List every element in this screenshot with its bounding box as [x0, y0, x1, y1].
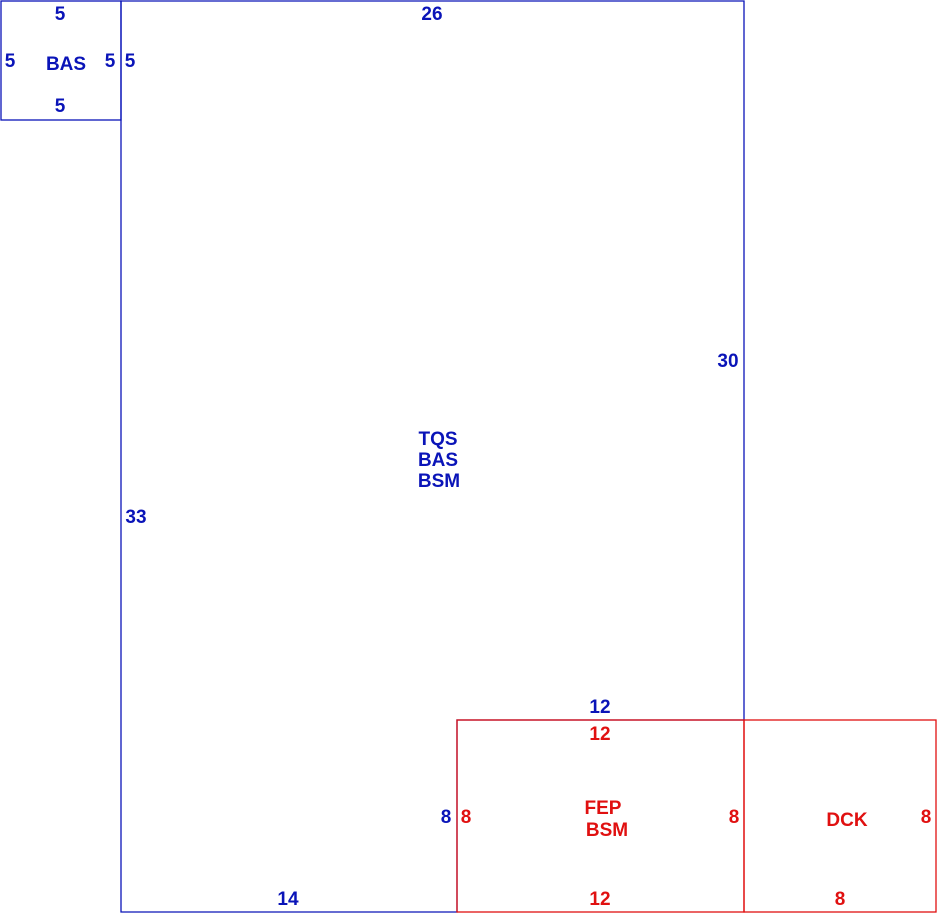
room-main-notch-top-dimension: 12: [589, 697, 610, 718]
room-dck-right-dimension: 8: [921, 807, 932, 828]
room-main-label-1: TQS: [418, 429, 457, 450]
room-fep: FEP BSM 12 8 8 12: [456, 719, 745, 913]
room-main-label-3: BSM: [418, 471, 460, 492]
room-main-notch-left-dimension: 8: [441, 807, 452, 828]
room-main-right-dimension: 30: [717, 351, 738, 372]
room-fep-right-dimension: 8: [729, 807, 740, 828]
room-bas-small-label: BAS: [46, 54, 86, 75]
room-fep-label-1: FEP: [585, 798, 622, 819]
room-fep-label-2: BSM: [586, 820, 628, 841]
room-bas-small-left-dimension: 5: [5, 51, 16, 72]
room-bas-small-bottom-dimension: 5: [55, 96, 66, 117]
room-fep-top-dimension: 12: [589, 724, 610, 745]
room-fep-bottom-dimension: 12: [589, 889, 610, 910]
room-bas-small-top-dimension: 5: [55, 4, 66, 25]
room-fep-left-dimension: 8: [461, 807, 472, 828]
room-bas-small: BAS 5 5 5 5: [0, 0, 122, 121]
room-main-outer-left-dimension: 5: [125, 51, 136, 72]
room-main-label-2: BAS: [418, 450, 458, 471]
room-main-left-dimension: 33: [125, 507, 146, 528]
room-bas-small-right-dimension: 5: [105, 51, 116, 72]
room-dck-outline: [743, 719, 937, 913]
room-dck-bottom-dimension: 8: [835, 889, 846, 910]
room-main-bottom-dimension: 14: [277, 889, 299, 910]
room-main-top-dimension: 26: [421, 4, 442, 25]
room-main: TQS BAS BSM 26 5 30 33 12 8 14: [120, 0, 745, 913]
room-dck: DCK 8 8: [743, 719, 937, 913]
room-dck-label: DCK: [826, 810, 867, 831]
